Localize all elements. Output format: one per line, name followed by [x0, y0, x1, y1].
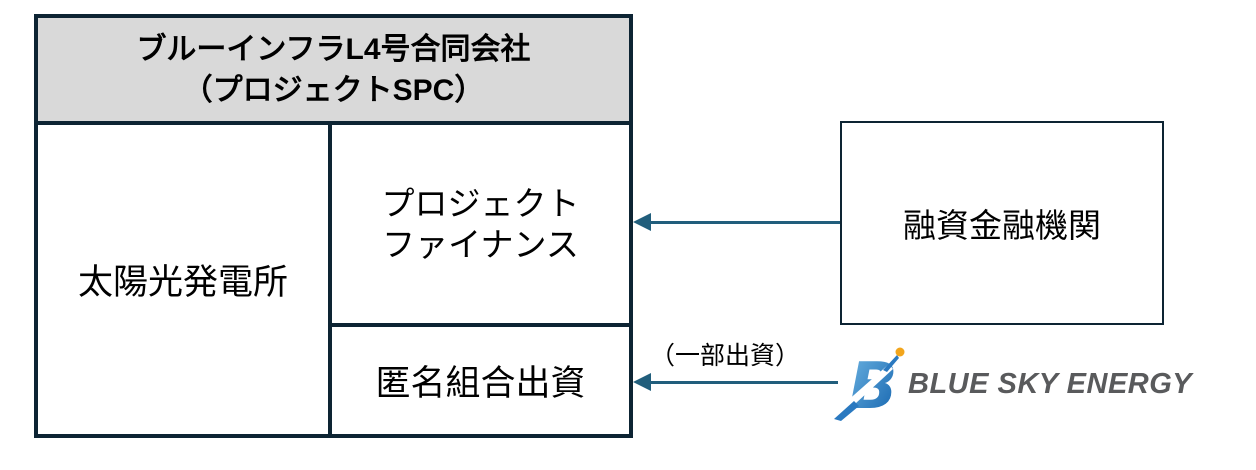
investment-arrow-head-icon: [633, 373, 651, 391]
logo-swoosh-tail: [834, 401, 859, 421]
spc-header: ブルーインフラL4号合同会社 （プロジェクトSPC）: [38, 18, 629, 125]
tk-investment-cell: 匿名組合出資: [332, 327, 629, 434]
blue-sky-energy-wordmark: BLUE SKY ENERGY: [908, 368, 1193, 400]
solar-plant-label: 太陽光発電所: [77, 263, 288, 302]
solar-plant-cell: 太陽光発電所: [38, 125, 332, 434]
spc-title-line2: （プロジェクトSPC）: [182, 73, 485, 107]
project-finance-line1: プロジェクト: [381, 185, 580, 222]
spc-right-column: プロジェクト ファイナンス 匿名組合出資: [332, 125, 629, 434]
loan-arrow-head-icon: [633, 213, 651, 231]
lender-label: 融資金融機関: [903, 207, 1101, 244]
loan-arrow-line: [648, 221, 840, 224]
spc-body: 太陽光発電所 プロジェクト ファイナンス 匿名組合出資: [38, 125, 629, 434]
project-finance-line2: ファイナンス: [382, 226, 579, 263]
logo-swoosh: [837, 364, 893, 415]
project-finance-cell: プロジェクト ファイナンス: [332, 125, 629, 327]
spc-box: ブルーインフラL4号合同会社 （プロジェクトSPC） 太陽光発電所 プロジェクト…: [34, 14, 633, 438]
investment-arrow-label: （一部出資）: [649, 342, 800, 370]
blue-sky-energy-logo-icon: B: [834, 347, 905, 422]
spc-title-line1: ブルーインフラL4号合同会社: [136, 32, 531, 66]
lender-box: 融資金融機関: [840, 121, 1164, 325]
investment-arrow-line: [648, 381, 838, 384]
tk-investment-label: 匿名組合出資: [375, 364, 586, 403]
logo-swoosh-tip: [883, 355, 899, 372]
logo-sun-dot-icon: [895, 347, 905, 357]
